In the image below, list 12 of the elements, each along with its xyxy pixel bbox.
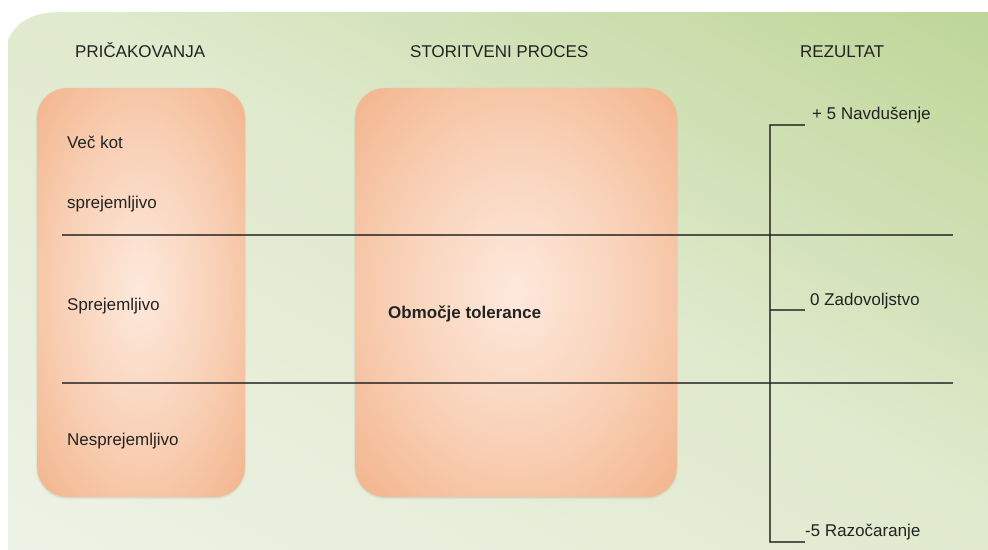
column-heading: REZULTAT <box>800 42 884 62</box>
rounded-box <box>355 88 677 497</box>
column-heading: STORITVENI PROCES <box>410 42 588 62</box>
expectation-level: Sprejemljivo <box>67 294 161 316</box>
result-label: -5 Razočaranje <box>805 521 920 541</box>
expectation-level: Nesprejemljivo <box>67 429 180 451</box>
column-heading: PRIČAKOVANJA <box>75 42 206 62</box>
expectation-level: Več kot sprejemljivo <box>67 132 158 214</box>
result-label: 0 Zadovoljstvo <box>810 290 920 310</box>
zone-label: Območje tolerance <box>388 302 542 324</box>
result-label: + 5 Navdušenje <box>812 104 931 124</box>
rounded-box <box>37 88 245 497</box>
